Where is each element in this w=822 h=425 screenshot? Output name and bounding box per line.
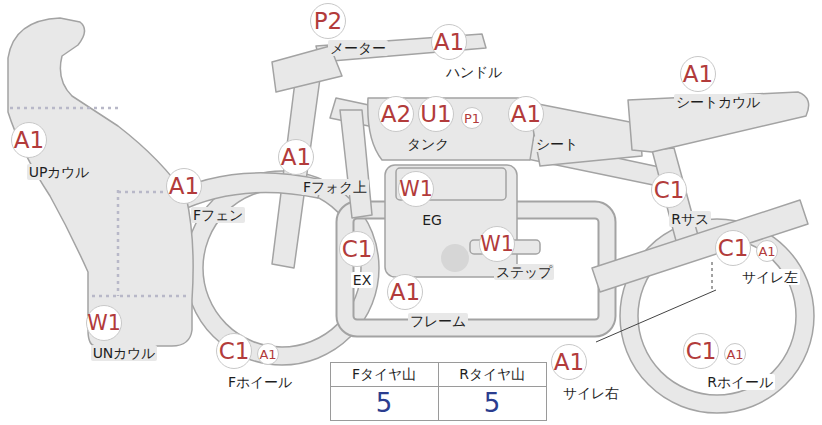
callout-circle: A1 bbox=[387, 274, 423, 310]
callout-code: A1 bbox=[14, 129, 44, 152]
callout-code: A2 bbox=[381, 103, 411, 126]
table-cell: 5 bbox=[374, 389, 395, 419]
part-name: UPカウル bbox=[27, 164, 92, 180]
callout-code: A1 bbox=[511, 103, 541, 126]
callout-circle: W1 bbox=[479, 226, 515, 262]
illustration-shape bbox=[712, 262, 713, 290]
part-name: シートカウル bbox=[674, 94, 762, 110]
callout-circle: U1 bbox=[418, 96, 454, 132]
callout-circle: A1 bbox=[431, 24, 467, 60]
part-name: Fフォク上 bbox=[301, 179, 369, 195]
illustration-shape bbox=[10, 107, 120, 110]
callout-code: W1 bbox=[87, 313, 121, 334]
callout-code: A1 bbox=[726, 348, 743, 361]
part-name: EX bbox=[351, 272, 373, 288]
part-name: ステップ bbox=[494, 264, 554, 280]
callout-circle: W1 bbox=[86, 305, 122, 341]
illustration-shape bbox=[528, 102, 642, 166]
callout-circle: C1 bbox=[715, 230, 751, 266]
callout-code: P2 bbox=[314, 10, 343, 33]
part-name: メーター bbox=[328, 40, 388, 56]
illustration-shape bbox=[117, 190, 120, 296]
part-name: シート bbox=[534, 136, 580, 152]
callout-circle: A1 bbox=[508, 96, 544, 132]
illustration-shape bbox=[118, 191, 170, 194]
callout-code: W1 bbox=[399, 179, 433, 200]
callout-code: P1 bbox=[464, 112, 480, 125]
callout-circle: C1 bbox=[216, 333, 252, 369]
callout-code: A1 bbox=[390, 281, 420, 304]
callout-code: C1 bbox=[686, 340, 717, 363]
part-name: Fフェン bbox=[191, 207, 245, 223]
illustration-shape bbox=[331, 363, 547, 421]
callout-code: A1 bbox=[758, 245, 775, 258]
illustration-shape bbox=[331, 386, 547, 387]
callout-circle: P1 bbox=[461, 107, 483, 129]
part-name: UNカウル bbox=[91, 345, 158, 361]
part-name: フレーム bbox=[408, 313, 468, 329]
part-name: サイレ右 bbox=[561, 385, 621, 401]
callout-code: A1 bbox=[434, 31, 464, 54]
callout-circle: A1 bbox=[11, 122, 47, 158]
illustration-shape bbox=[596, 262, 716, 342]
part-name: EG bbox=[420, 212, 444, 228]
callout-code: U1 bbox=[420, 103, 451, 126]
illustration-shape bbox=[331, 363, 547, 421]
table-cell: Fタイヤ山 bbox=[350, 366, 418, 382]
illustration-shape bbox=[10, 108, 188, 296]
callout-code: C1 bbox=[718, 237, 749, 260]
illustration-shape bbox=[620, 219, 814, 413]
part-name: ハンドル bbox=[444, 64, 504, 80]
callout-circle: C1 bbox=[683, 333, 719, 369]
table-cell: 5 bbox=[482, 389, 503, 419]
part-name: タンク bbox=[405, 136, 451, 152]
table-cell: Rタイヤ山 bbox=[457, 366, 527, 382]
callout-circle: A2 bbox=[378, 96, 414, 132]
callout-code: A1 bbox=[683, 63, 713, 86]
illustration-shape bbox=[340, 110, 372, 218]
callout-circle: A1 bbox=[551, 344, 587, 380]
illustration-shape bbox=[385, 165, 517, 277]
part-name: Rサス bbox=[669, 211, 711, 227]
callout-code: A1 bbox=[554, 351, 584, 374]
callout-circle: C1 bbox=[339, 231, 375, 267]
callout-circle: C1 bbox=[651, 172, 687, 208]
callout-circle: A1 bbox=[278, 139, 314, 175]
callout-circle: P2 bbox=[310, 3, 346, 39]
illustration-shape bbox=[628, 92, 809, 152]
illustration-shape bbox=[592, 200, 808, 292]
callout-code: C1 bbox=[219, 340, 250, 363]
callout-code: A1 bbox=[169, 175, 199, 198]
callout-code: C1 bbox=[342, 238, 373, 261]
part-name: Fホイール bbox=[226, 374, 294, 390]
callout-code: A1 bbox=[259, 348, 276, 361]
illustration-shape bbox=[441, 244, 469, 272]
callout-circle: W1 bbox=[398, 171, 434, 207]
callout-circle: A1 bbox=[756, 240, 778, 262]
part-name: Rホイール bbox=[705, 374, 775, 390]
callout-circle: A1 bbox=[724, 343, 746, 365]
callout-code: W1 bbox=[480, 234, 514, 255]
callout-circle: A1 bbox=[166, 168, 202, 204]
callout-code: A1 bbox=[281, 146, 311, 169]
callout-code: C1 bbox=[654, 179, 685, 202]
callout-circle: A1 bbox=[680, 56, 716, 92]
illustration-shape bbox=[438, 363, 439, 421]
part-name: サイレ左 bbox=[740, 269, 800, 285]
illustration-shape bbox=[8, 18, 814, 413]
callout-circle: A1 bbox=[257, 343, 279, 365]
illustration-shape bbox=[92, 295, 188, 298]
